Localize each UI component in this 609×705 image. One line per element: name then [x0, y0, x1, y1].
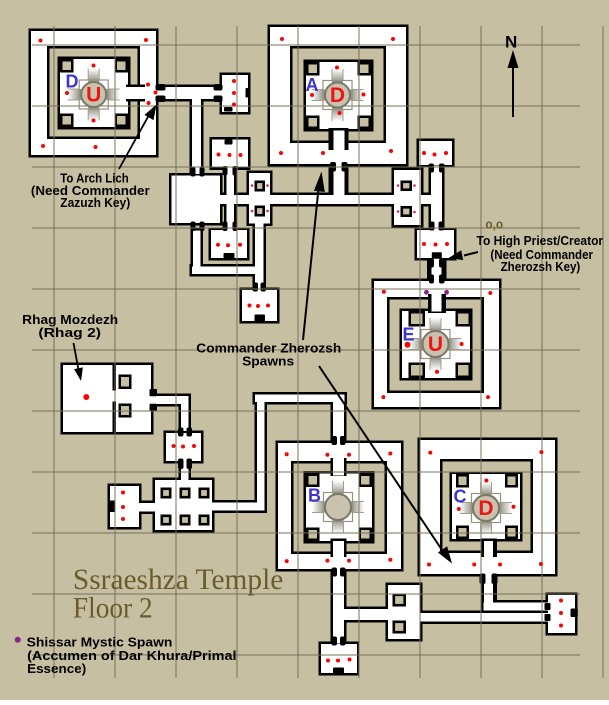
svg-text:Floor 2: Floor 2 [73, 592, 153, 625]
svg-text:B: B [308, 486, 321, 506]
svg-text:E: E [403, 325, 415, 345]
svg-text:(Need Commander: (Need Commander [490, 247, 593, 262]
svg-text:Rhag Mozdezh: Rhag Mozdezh [22, 312, 118, 327]
svg-text:U: U [428, 333, 443, 356]
svg-text:Ssraeshza Temple: Ssraeshza Temple [73, 563, 283, 596]
svg-text:D: D [330, 84, 345, 107]
svg-text:Spawns: Spawns [242, 354, 294, 369]
svg-text:C: C [454, 487, 467, 507]
svg-text:A: A [306, 75, 319, 95]
svg-text:D: D [478, 497, 493, 520]
svg-text:Zazuzh Key): Zazuzh Key) [60, 195, 130, 210]
svg-text:Commander Zherozsh: Commander Zherozsh [196, 341, 341, 356]
svg-text:D: D [66, 72, 79, 92]
svg-text:N: N [505, 33, 517, 52]
svg-text:To High Priest/Creator: To High Priest/Creator [477, 233, 604, 248]
svg-text:U: U [86, 83, 101, 106]
svg-text:o,o: o,o [485, 217, 503, 232]
svg-text:To Arch Lich: To Arch Lich [60, 171, 128, 186]
svg-text:(Rhag 2): (Rhag 2) [38, 325, 101, 340]
svg-text:Zherozsh Key): Zherozsh Key) [501, 259, 581, 274]
svg-text:(Accumen of Dar Khura/Primal: (Accumen of Dar Khura/Primal [27, 648, 236, 663]
svg-text:(Need Commander: (Need Commander [31, 183, 150, 198]
svg-text:Shissar Mystic Spawn: Shissar Mystic Spawn [27, 635, 173, 650]
svg-text:Essence): Essence) [27, 661, 86, 676]
